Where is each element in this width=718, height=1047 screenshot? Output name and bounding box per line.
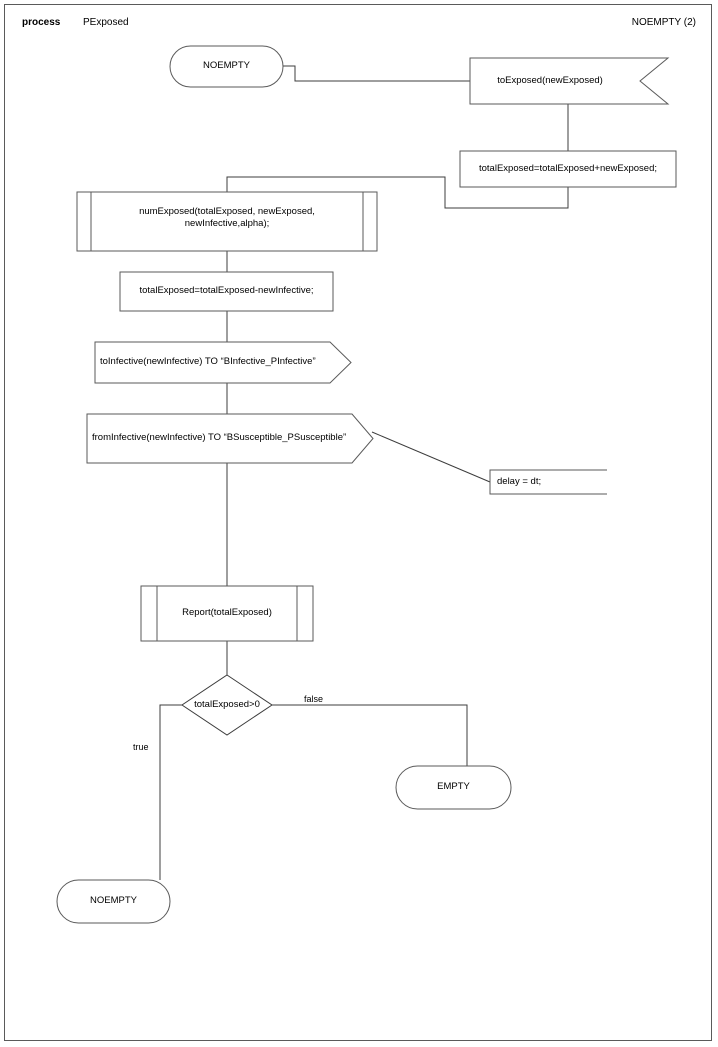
node-decision: [181, 674, 273, 736]
node-total-exposed-sub: [119, 271, 334, 312]
edge-label-true: true: [133, 742, 149, 752]
node-to-exposed: [469, 57, 670, 105]
edge-label-false: false: [304, 694, 324, 704]
node-end-empty: [395, 765, 512, 810]
page-border: [4, 4, 712, 1041]
node-delay-annotation: [489, 469, 607, 495]
node-report: [140, 585, 314, 642]
edge-add-to-numexposed: [226, 176, 569, 209]
header-process-name: PExposed: [83, 17, 129, 28]
node-to-infective: [94, 341, 352, 384]
node-from-infective: [86, 413, 374, 464]
edge-decision-true: [159, 704, 182, 880]
edge-start-to-toexposed: [283, 65, 470, 82]
header-state: NOEMPTY (2): [631, 17, 696, 28]
edge-annotation-leader: [371, 431, 491, 483]
node-start-noempty: [169, 45, 284, 88]
node-total-exposed-add: [459, 150, 677, 188]
node-num-exposed: [76, 191, 378, 252]
header-kind: process: [22, 17, 61, 28]
connector-group: [159, 65, 569, 880]
edge-decision-false: [272, 704, 468, 766]
node-end-noempty: [56, 879, 171, 924]
